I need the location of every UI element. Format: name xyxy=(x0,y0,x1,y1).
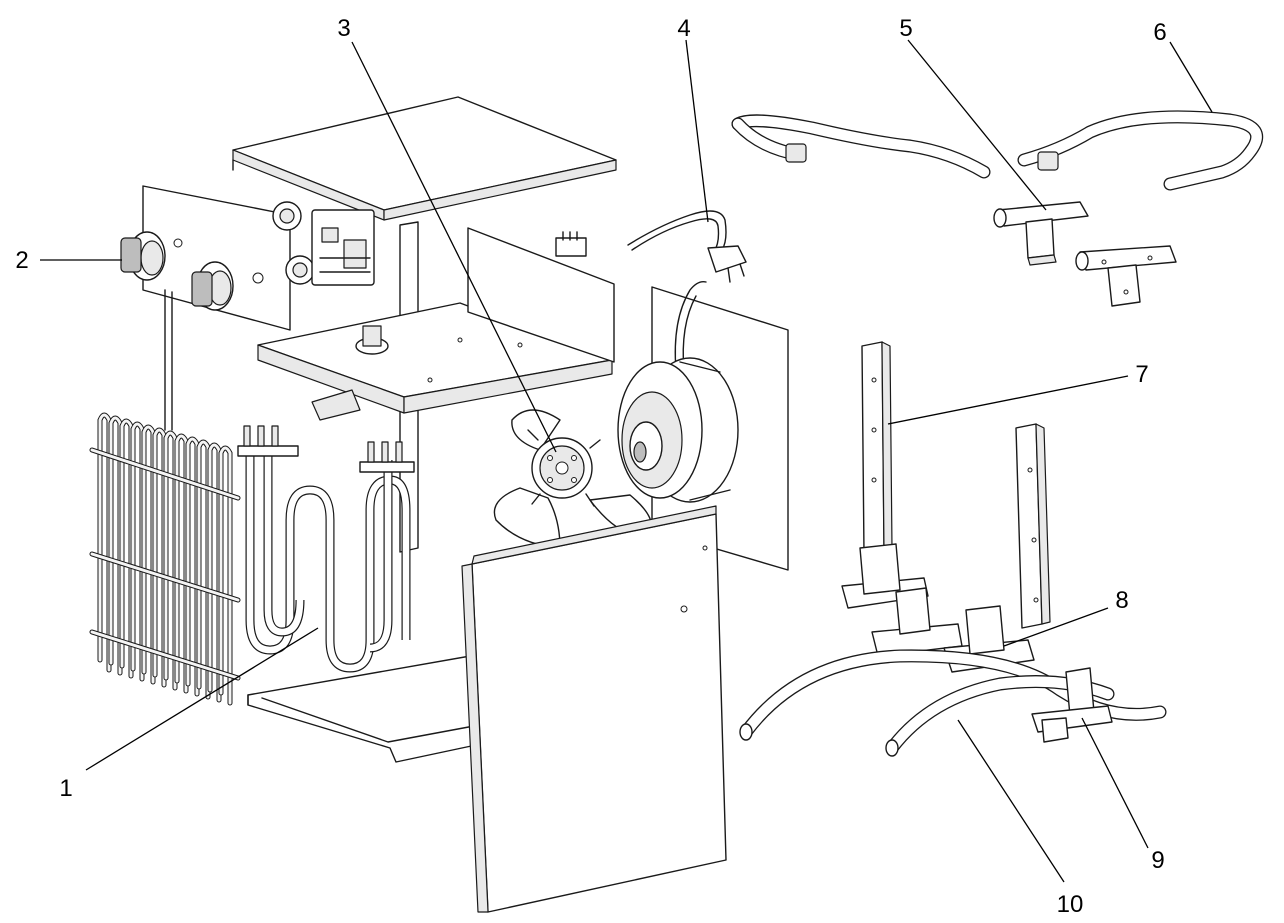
callout-7: 7 xyxy=(1135,361,1148,388)
grid-hairpin-rod xyxy=(131,422,144,681)
t-connectors xyxy=(993,201,1177,307)
fan-motor xyxy=(617,280,739,503)
leader-lines xyxy=(40,39,1213,883)
top-cover xyxy=(232,96,617,221)
leader-1 xyxy=(85,627,319,771)
grid-hairpin-rod xyxy=(109,416,122,675)
control-panel xyxy=(120,185,375,431)
callout-4: 4 xyxy=(677,15,690,42)
grid-hairpin-rod xyxy=(208,443,221,702)
grid-hairpin-rod xyxy=(98,413,111,672)
grid-hairpin-rod xyxy=(219,446,232,705)
grid-hairpin-rod xyxy=(186,437,199,696)
coiled-heating-element xyxy=(237,425,415,673)
handle-tubes xyxy=(731,110,1264,191)
leader-8 xyxy=(1003,607,1109,647)
leader-7 xyxy=(887,375,1129,425)
leader-10 xyxy=(957,719,1065,883)
callout-8: 8 xyxy=(1115,587,1128,614)
callout-10: 10 xyxy=(1057,891,1084,918)
grid-hairpin-rod xyxy=(197,440,210,699)
grid-hairpin-rod xyxy=(164,431,177,690)
callout-6: 6 xyxy=(1153,19,1166,46)
leader-5 xyxy=(907,39,1047,211)
callout-3: 3 xyxy=(337,15,350,42)
callout-1: 1 xyxy=(59,775,72,802)
grid-hairpin-rod xyxy=(120,419,133,678)
callout-labels: 1 2 3 4 5 6 7 8 9 10 xyxy=(15,15,1166,918)
grid-hairpin-rod xyxy=(142,425,155,684)
base-tubes xyxy=(739,649,1167,757)
front-panel xyxy=(461,505,727,913)
leader-6 xyxy=(1169,41,1213,113)
callout-5: 5 xyxy=(899,15,912,42)
grid-hairpin-rod xyxy=(153,428,166,687)
leader-3 xyxy=(351,41,557,453)
heating-element-grid xyxy=(89,412,241,706)
power-cord xyxy=(627,210,747,283)
base-tray xyxy=(247,654,477,763)
callout-2: 2 xyxy=(15,247,28,274)
leader-9 xyxy=(1081,717,1149,849)
rear-foot-bracket xyxy=(1031,667,1113,743)
grid-hairpin-rod xyxy=(175,434,188,693)
callout-9: 9 xyxy=(1151,847,1164,874)
leader-4 xyxy=(685,39,709,223)
fan-bracket-shelf xyxy=(257,227,615,421)
